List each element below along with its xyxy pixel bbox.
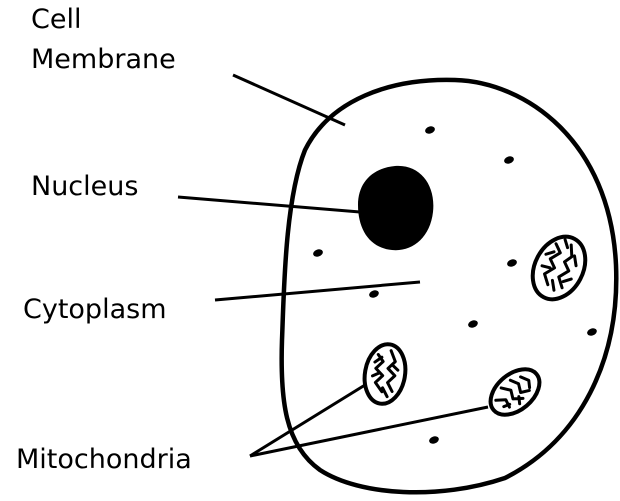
cell-membrane-outline	[282, 80, 617, 492]
mitochondrion-left	[360, 341, 410, 407]
nucleus-shape	[358, 166, 433, 250]
granule	[586, 327, 598, 337]
granule	[312, 248, 324, 258]
cytoplasm-granules	[312, 125, 598, 445]
label-cytoplasm: Cytoplasm	[23, 293, 167, 327]
granule	[467, 319, 479, 329]
granule	[368, 289, 380, 299]
granule	[503, 155, 515, 165]
label-mitochondria: Mitochondria	[16, 443, 192, 477]
leader-line-membrane	[233, 75, 345, 125]
mitochondrion-right	[522, 228, 595, 309]
granule	[424, 125, 436, 135]
granule	[428, 435, 440, 445]
label-cell-membrane-line2: Membrane	[31, 43, 176, 77]
mitochondrion-bottom	[482, 360, 548, 424]
leader-line-nucleus	[178, 197, 360, 212]
granule	[506, 258, 518, 268]
leader-line-cytoplasm	[215, 282, 420, 300]
label-cell-membrane-line1: Cell	[31, 3, 81, 37]
label-nucleus: Nucleus	[31, 170, 138, 204]
